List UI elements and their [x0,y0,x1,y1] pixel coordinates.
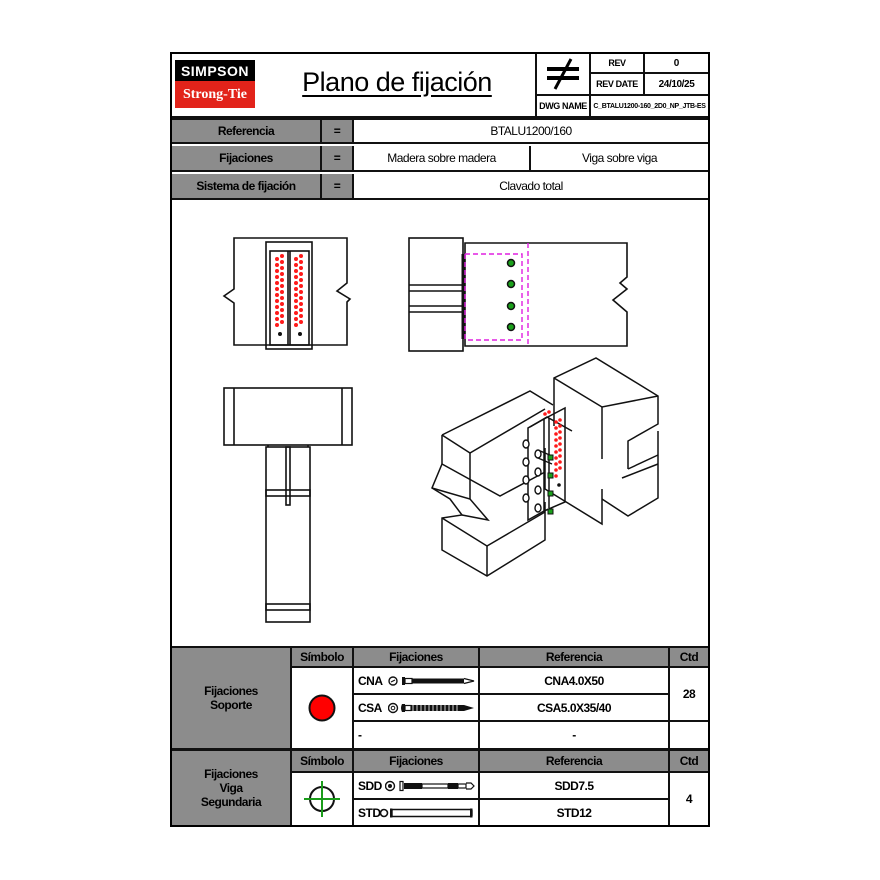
drawing-area [172,202,708,648]
dowel-icon [380,808,473,817]
secondary-fasteners-table: Fijaciones Viga Segundaria Símbolo Fijac… [172,751,708,825]
fastener-std: STD [354,800,480,825]
iso-support-nails [543,410,562,487]
title-block: SIMPSON Strong-Tie Plano de fijación [172,54,537,118]
divider [172,118,708,120]
fastener-code: CSA [358,700,382,715]
header-reference: Referencia [480,648,670,668]
front-view-support-nails [275,254,303,336]
dwg-name-value: C_BTALU1200-160_2D0_NP_JTB-ES [591,96,708,118]
info-value-referencia: BTALU1200/160 [354,120,708,144]
support-fasteners-table: Fijaciones Soporte Símbolo Fijaciones Re… [172,648,708,751]
secondary-group-label: Fijaciones Viga Segundaria [172,751,292,825]
secondary-group-line1: Fijaciones [204,767,258,781]
header-qty: Ctd [670,751,708,773]
fastener-code: STD [358,805,381,820]
fastener-empty: - [354,722,480,748]
iso-dowel-ends [547,454,554,515]
info-label-referencia: Referencia [172,120,322,144]
reference-cna: CNA4.0X50 [480,668,670,695]
reference-csa: CSA5.0X35/40 [480,695,670,722]
top-view [223,387,353,623]
support-qty: 28 [670,668,708,722]
info-value-sistema: Clavado total [354,174,708,200]
page-title: Plano de fijación [302,66,492,97]
secondary-group-line2: Viga [219,781,243,795]
header-symbol: Símbolo [292,751,354,773]
fastener-csa: CSA [354,695,480,722]
green-crosshair-icon [304,781,340,817]
logo-simpson: SIMPSON [175,60,255,81]
header-symbol: Símbolo [292,648,354,668]
rev-value: 0 [645,54,708,74]
drawing-sheet: SIMPSON Strong-Tie Plano de fijación DWG… [170,52,710,827]
fastener-code: SDD [358,778,382,793]
reference-std: STD12 [480,800,670,825]
not-equal-icon [547,58,579,90]
fastener-sdd: SDD [354,773,480,800]
isometric-view [431,357,659,577]
secondary-qty: 4 [685,792,693,806]
dowel-screw-icon [385,780,475,791]
info-eq: = [322,120,354,144]
divider [172,748,708,751]
dwg-name-label: DWG NAME [537,96,591,118]
nail-icon [388,675,475,686]
not-equal-symbol [537,54,591,96]
reference-sdd: SDD7.5 [480,773,670,800]
info-label-fijaciones: Fijaciones [172,146,322,172]
secondary-group-line3: Segundaria [200,795,262,809]
reference-empty: - [480,722,670,748]
support-group-label: Fijaciones Soporte [172,648,292,748]
rev-date-value: 24/10/25 [645,74,708,96]
rev-date-label: REV DATE [591,74,645,96]
header-fasteners: Fijaciones [354,648,480,668]
info-label-sistema: Sistema de fijación [172,174,322,200]
header-fasteners: Fijaciones [354,751,480,773]
logo-strong-tie: Strong-Tie [175,81,255,108]
screw-icon [388,702,474,713]
side-view-dowels [506,258,516,332]
info-value-fijaciones-2: Viga sobre viga [531,146,708,172]
header-reference: Referencia [480,751,670,773]
info-eq: = [322,174,354,200]
red-circle-icon [308,694,336,722]
info-value-fijaciones-1: Madera sobre madera [354,146,531,172]
support-symbol-cell [292,668,354,748]
support-group-line1: Fijaciones [204,684,258,698]
info-eq: = [322,146,354,172]
support-group-line2: Soporte [210,698,252,712]
header-qty: Ctd [670,648,708,668]
info-table: Referencia = BTALU1200/160 Fijaciones = … [172,118,708,202]
side-view-hidden-plate [464,243,529,346]
side-view [408,237,629,352]
front-view [222,237,352,350]
secondary-symbol-cell [292,773,354,825]
fastener-code: CNA [358,673,383,688]
fastener-cna: CNA [354,668,480,695]
rev-label: REV [591,54,645,74]
